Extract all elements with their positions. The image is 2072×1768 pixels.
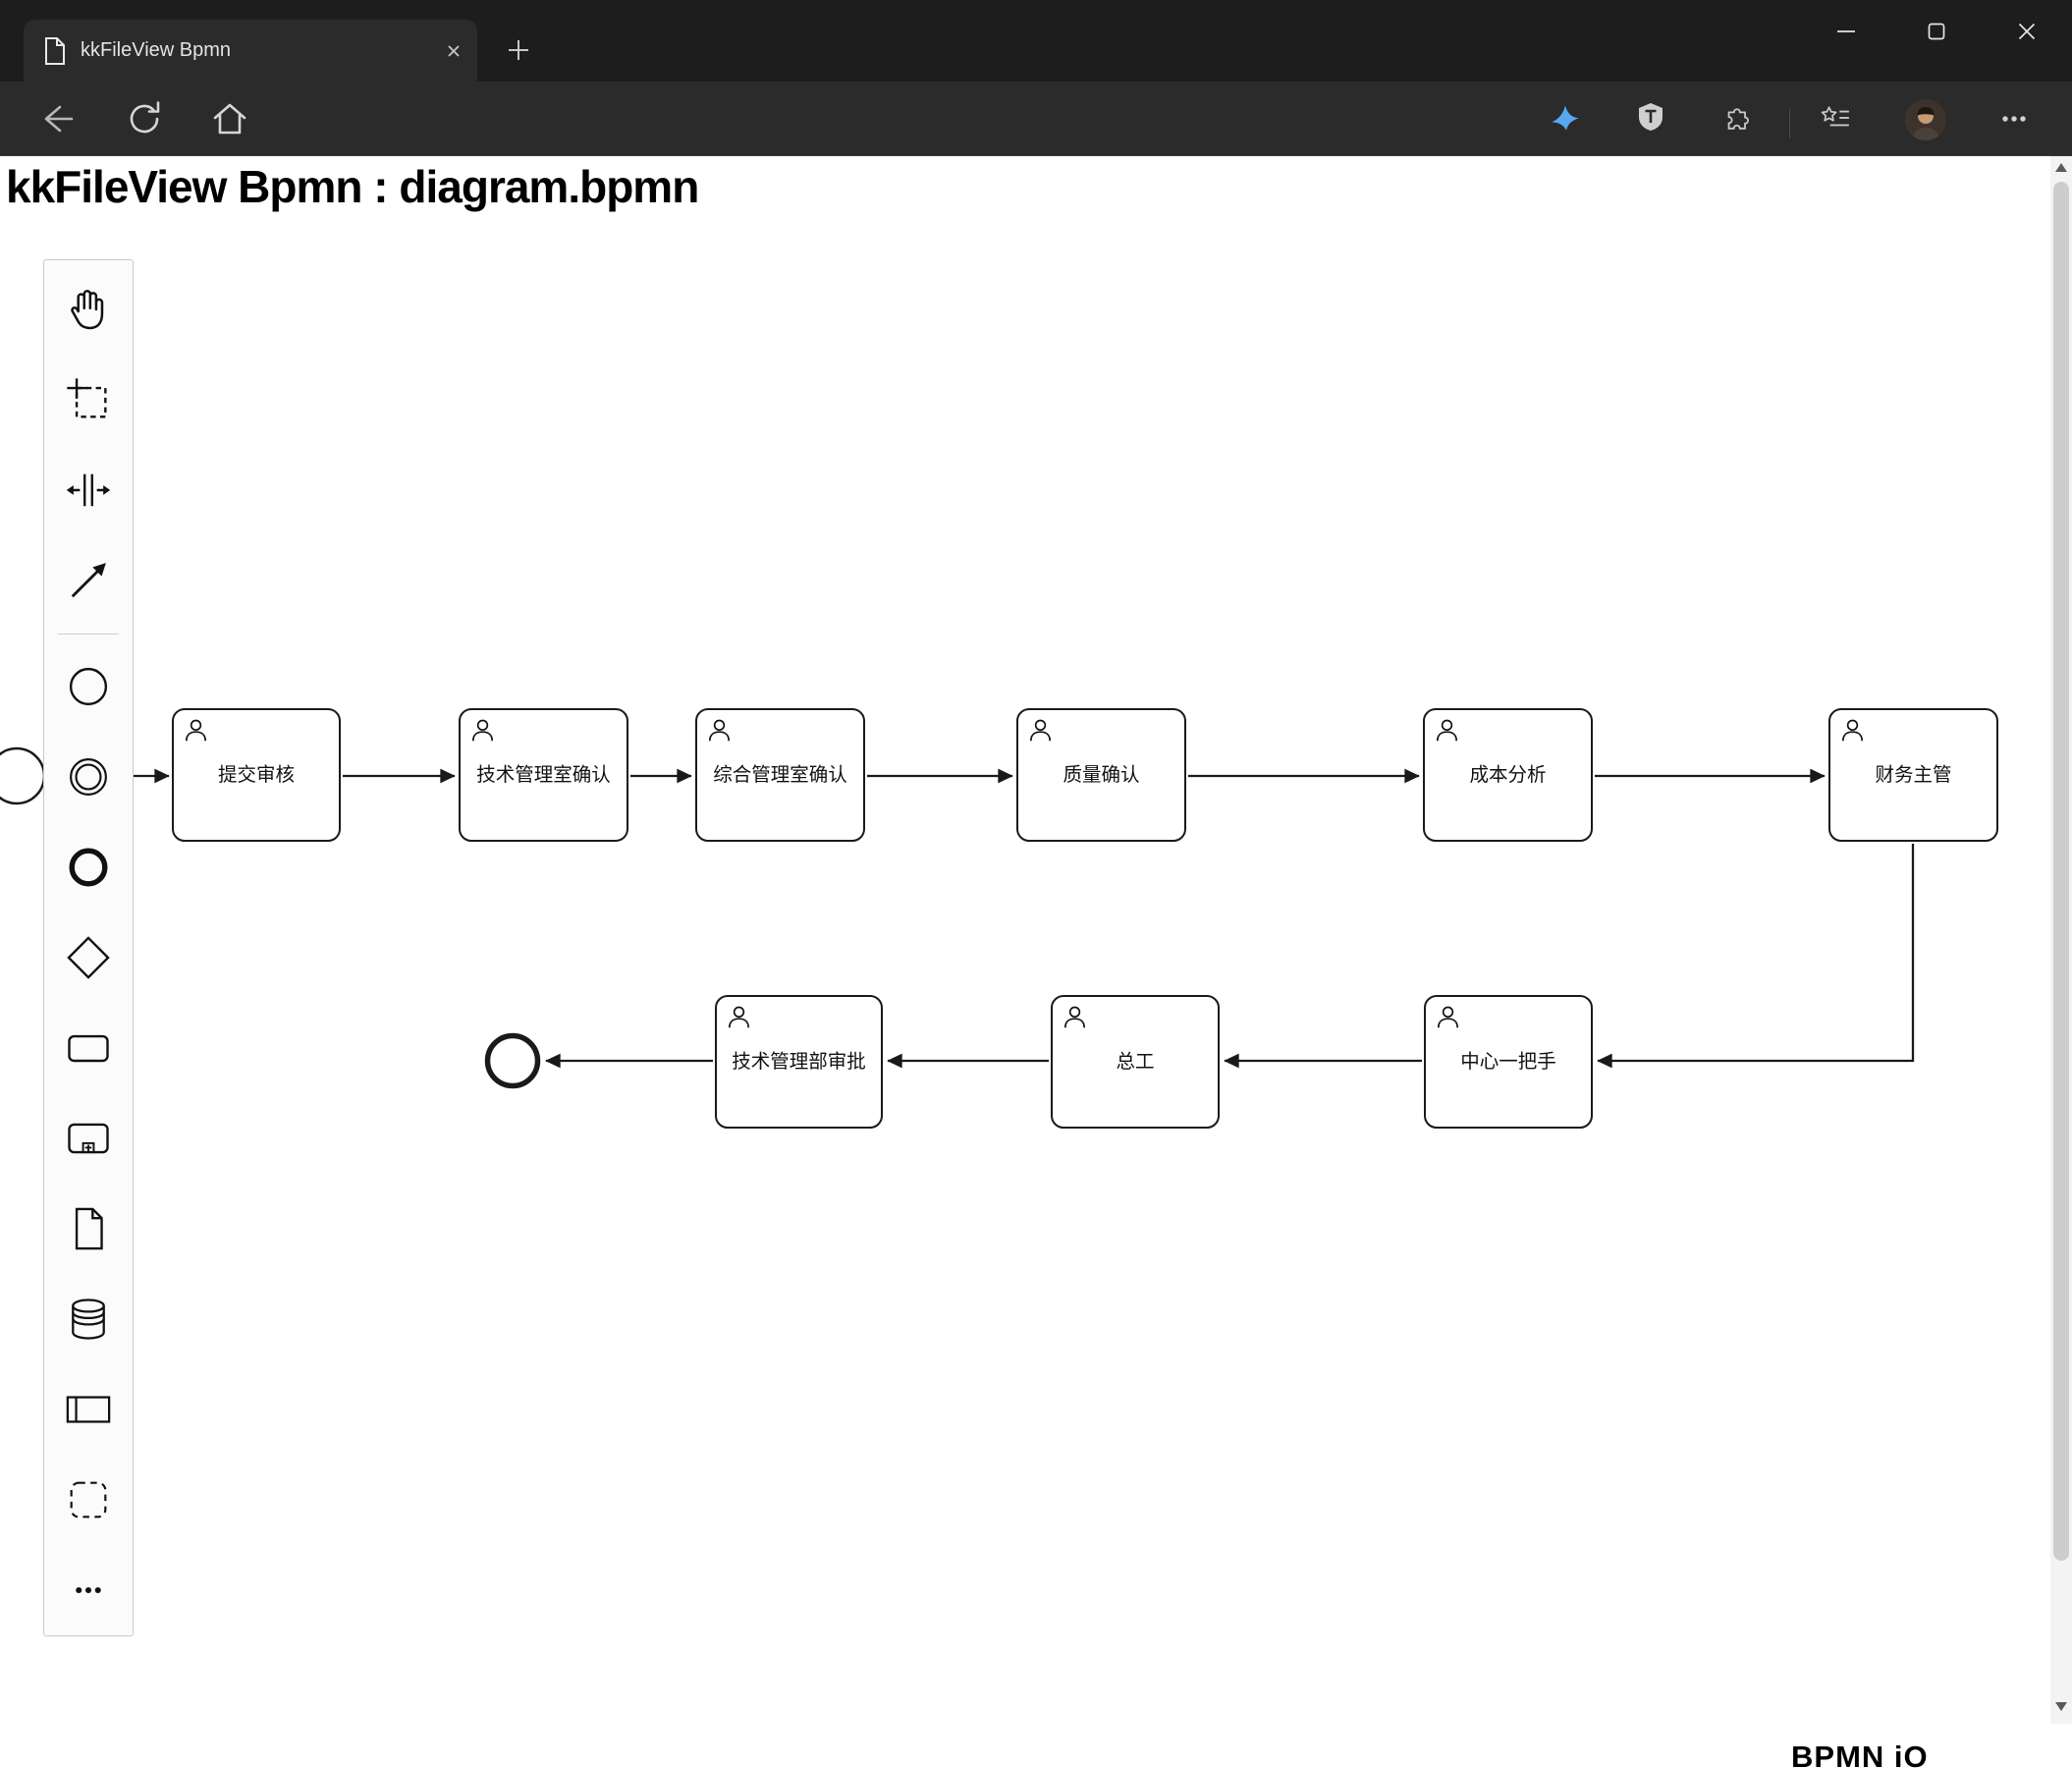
flow-finance-to-center-head: [1597, 844, 1915, 1069]
intermediate-event-icon: [70, 758, 107, 796]
scrollbar-thumb[interactable]: [2053, 182, 2069, 1561]
bpmn-task-chief-engineer[interactable]: 总工: [1051, 995, 1220, 1129]
palette-space-tool[interactable]: [44, 445, 133, 535]
end-event[interactable]: [484, 1032, 541, 1089]
sequence-flows: [0, 746, 1915, 1089]
task-label: 成本分析: [1469, 763, 1547, 786]
palette-more-options[interactable]: [44, 1545, 133, 1635]
task-icon: [68, 1034, 109, 1063]
page-content: kkFileView Bpmn : diagram.bpmn 提交审核: [0, 156, 2072, 1768]
palette-global-connect-tool[interactable]: [44, 535, 133, 626]
bpmn-task-submit-review[interactable]: 提交审核: [172, 708, 341, 842]
palette-separator: [58, 634, 119, 635]
new-tab-button[interactable]: [506, 37, 531, 63]
gateway-icon: [67, 936, 110, 979]
back-button[interactable]: [35, 97, 79, 140]
bpmn-task-center-head[interactable]: 中心一把手: [1424, 995, 1593, 1129]
task-label: 提交审核: [217, 763, 295, 786]
start-event-icon: [69, 667, 108, 706]
browser-tab[interactable]: kkFileView Bpmn: [24, 20, 477, 82]
participant-icon: [66, 1396, 111, 1423]
group-icon: [70, 1481, 107, 1519]
user-task-icon: [1841, 719, 1864, 742]
scroll-up-icon[interactable]: [2055, 163, 2067, 172]
user-task-icon: [1436, 719, 1458, 742]
user-task-icon: [1063, 1006, 1086, 1028]
close-button[interactable]: [1982, 0, 2072, 62]
user-task-icon: [728, 1006, 750, 1028]
bpmn-task-quality-confirm[interactable]: 质量确认: [1016, 708, 1186, 842]
toolbar-divider: [1789, 109, 1790, 138]
palette-create-end-event[interactable]: [44, 822, 133, 912]
user-task-icon: [471, 719, 494, 742]
extensions-puzzle-icon[interactable]: [1721, 102, 1753, 134]
palette-create-data-object[interactable]: [44, 1184, 133, 1274]
palette-create-gateway[interactable]: [44, 912, 133, 1003]
bpmn-task-general-office-confirm[interactable]: 综合管理室确认: [695, 708, 865, 842]
end-event-icon: [69, 848, 108, 887]
hub-favorites-icon[interactable]: [1820, 105, 1851, 133]
scroll-down-icon[interactable]: [2055, 1702, 2067, 1711]
maximize-button[interactable]: [1891, 0, 1982, 62]
palette-hand-tool[interactable]: [44, 264, 133, 355]
tab-title: kkFileView Bpmn: [81, 39, 232, 61]
task-label: 质量确认: [1063, 763, 1140, 786]
bpmn-io-logo[interactable]: BPMN iO: [1791, 1740, 1929, 1768]
minimize-button[interactable]: [1801, 0, 1891, 62]
page-title: kkFileView Bpmn : diagram.bpmn: [6, 161, 699, 212]
avatar[interactable]: [1904, 98, 1947, 141]
user-task-icon: [1029, 719, 1052, 742]
bpmn-palette: [43, 259, 134, 1636]
palette-create-task[interactable]: [44, 1003, 133, 1093]
task-label: 综合管理室确认: [713, 763, 847, 786]
global-connect-icon: [71, 563, 106, 598]
palette-create-subprocess[interactable]: [44, 1093, 133, 1184]
page-icon: [43, 36, 67, 65]
space-tool-icon: [66, 473, 111, 507]
task-label: 技术管理室确认: [476, 763, 611, 786]
bpmn-task-tech-office-confirm[interactable]: 技术管理室确认: [459, 708, 628, 842]
task-label: 技术管理部审批: [732, 1050, 866, 1073]
home-button[interactable]: [208, 97, 251, 140]
palette-create-group[interactable]: [44, 1455, 133, 1545]
task-label: 财务主管: [1875, 763, 1952, 786]
data-object-icon: [75, 1207, 103, 1250]
tab-close-icon[interactable]: [446, 43, 462, 59]
user-task-icon: [1437, 1006, 1459, 1028]
user-task-icon: [185, 719, 207, 742]
palette-create-data-store[interactable]: [44, 1274, 133, 1364]
more-options-icon: [76, 1586, 101, 1594]
palette-create-start-event[interactable]: [44, 641, 133, 732]
browser-menu-icon[interactable]: [1999, 110, 2029, 128]
bpmn-task-tech-dept-approval[interactable]: 技术管理部审批: [715, 995, 883, 1129]
bpmn-task-cost-analysis[interactable]: 成本分析: [1423, 708, 1593, 842]
user-task-icon: [708, 719, 731, 742]
subprocess-icon: [68, 1123, 109, 1154]
task-label: 总工: [1116, 1050, 1155, 1073]
browser-navbar: https://file.kkview.cn/onlinePreview?url…: [0, 82, 2072, 227]
task-label: 中心一把手: [1460, 1050, 1556, 1073]
bpmn-task-finance-director[interactable]: 财务主管: [1828, 708, 1998, 842]
palette-create-intermediate-event[interactable]: [44, 732, 133, 822]
extension-bird-icon[interactable]: [1550, 102, 1581, 134]
refresh-button[interactable]: [123, 97, 166, 140]
data-store-icon: [72, 1298, 105, 1340]
palette-lasso-tool[interactable]: [44, 355, 133, 445]
start-event[interactable]: [0, 746, 46, 805]
extension-shield-icon[interactable]: [1637, 102, 1664, 132]
browser-titlebar: kkFileView Bpmn: [0, 0, 2072, 82]
palette-create-participant[interactable]: [44, 1364, 133, 1455]
hand-tool-icon: [71, 290, 104, 330]
lasso-tool-icon: [67, 378, 107, 418]
